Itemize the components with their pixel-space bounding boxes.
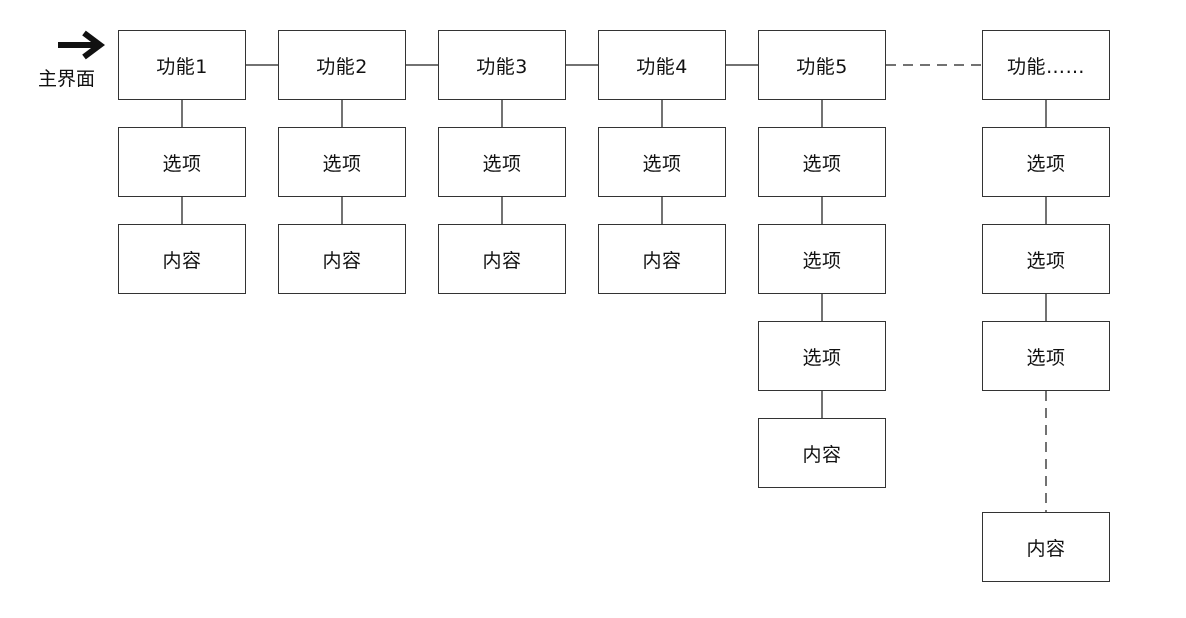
content-box-6[interactable]: 内容 xyxy=(982,512,1110,582)
content-box-5[interactable]: 内容 xyxy=(758,418,886,488)
option-box-5-2[interactable]: 选项 xyxy=(758,224,886,294)
right-arrow-icon xyxy=(56,30,108,64)
option-box-4-1[interactable]: 选项 xyxy=(598,127,726,197)
content-box-3[interactable]: 内容 xyxy=(438,224,566,294)
main-screen-label: 主界面 xyxy=(38,68,96,90)
function-box-2[interactable]: 功能2 xyxy=(278,30,406,100)
function-box-3[interactable]: 功能3 xyxy=(438,30,566,100)
content-box-1[interactable]: 内容 xyxy=(118,224,246,294)
function-box-1[interactable]: 功能1 xyxy=(118,30,246,100)
option-box-5-1[interactable]: 选项 xyxy=(758,127,886,197)
content-box-4[interactable]: 内容 xyxy=(598,224,726,294)
function-box-6[interactable]: 功能…… xyxy=(982,30,1110,100)
option-box-1-1[interactable]: 选项 xyxy=(118,127,246,197)
option-box-2-1[interactable]: 选项 xyxy=(278,127,406,197)
content-box-2[interactable]: 内容 xyxy=(278,224,406,294)
option-box-6-3[interactable]: 选项 xyxy=(982,321,1110,391)
option-box-6-1[interactable]: 选项 xyxy=(982,127,1110,197)
function-box-4[interactable]: 功能4 xyxy=(598,30,726,100)
function-box-5[interactable]: 功能5 xyxy=(758,30,886,100)
option-box-3-1[interactable]: 选项 xyxy=(438,127,566,197)
option-box-6-2[interactable]: 选项 xyxy=(982,224,1110,294)
option-box-5-3[interactable]: 选项 xyxy=(758,321,886,391)
